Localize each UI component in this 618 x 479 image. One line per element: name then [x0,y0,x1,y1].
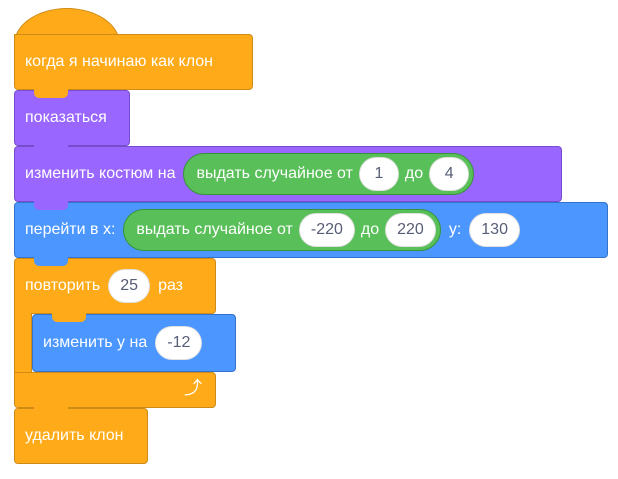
connector-notch [34,257,68,266]
hat-block-label: когда я начинаю как клон [25,53,213,70]
random-operator-label: выдать случайное от [136,221,293,238]
change-y-label: изменить y на [43,334,148,351]
go-to-x-label: перейти в x: [25,221,116,238]
random-to-input[interactable]: 220 [385,213,436,247]
delete-clone-label: удалить клон [25,427,124,444]
go-to-xy-block[interactable]: перейти в x: выдать случайное от -220 до… [14,202,608,258]
delete-this-clone-block[interactable]: удалить клон [14,408,148,464]
change-y-block[interactable]: изменить y на -12 [32,314,236,372]
repeat-label: повторить [25,277,101,294]
loop-arrow-icon: ⤴ [184,378,202,398]
switch-costume-block[interactable]: изменить костюм на выдать случайное от 1… [14,146,562,202]
show-block-label: показаться [25,109,107,126]
repeat-count-input[interactable]: 25 [108,269,151,303]
repeat-suffix-label: раз [158,277,184,294]
when-i-start-as-clone-block[interactable]: когда я начинаю как клон [14,34,253,90]
change-y-input[interactable]: -12 [155,326,203,360]
repeat-block[interactable]: повторить 25 раз [14,258,216,408]
repeat-block-footer [14,372,216,408]
random-operator-block[interactable]: выдать случайное от 1 до 4 [183,153,475,195]
connector-notch [34,89,68,98]
random-to-input[interactable]: 4 [429,157,470,191]
random-to-label: до [404,165,424,182]
connector-notch [34,201,68,210]
connector-notch [34,407,68,416]
random-operator-label: выдать случайное от [196,165,353,182]
repeat-block-header: повторить 25 раз [14,258,216,314]
random-from-input[interactable]: -220 [298,213,355,247]
connector-notch [52,313,86,322]
y-input[interactable]: 130 [469,213,520,247]
random-from-input[interactable]: 1 [358,157,399,191]
connector-notch [34,145,68,154]
random-to-label: до [360,221,380,238]
show-block[interactable]: показаться [14,90,130,146]
repeat-block-arm [14,313,32,373]
random-operator-block[interactable]: выдать случайное от -220 до 220 [123,209,441,251]
go-to-y-label: y: [448,221,462,238]
switch-costume-label: изменить костюм на [25,165,176,182]
